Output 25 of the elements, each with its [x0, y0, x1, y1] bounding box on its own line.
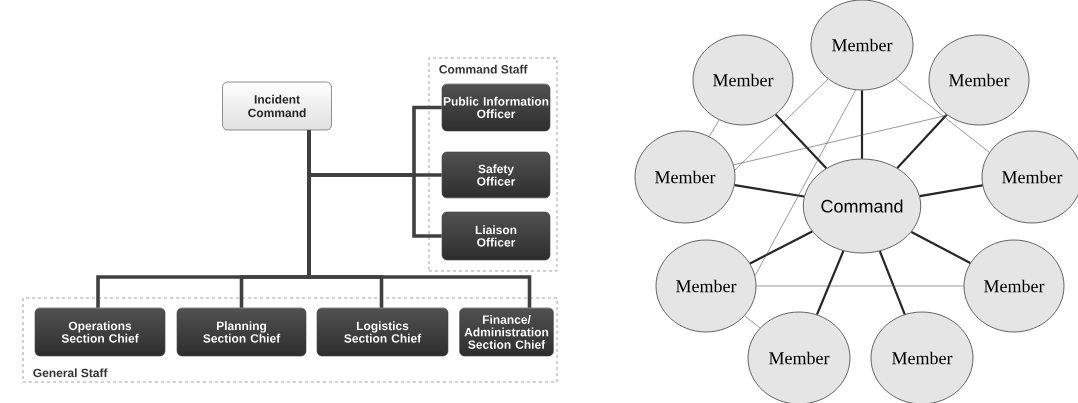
- position-box: Public Information Officer: [441, 83, 551, 132]
- connector-line: [744, 315, 761, 329]
- position-box: Liaison Officer: [441, 211, 551, 261]
- command-box: Incident Command: [222, 81, 332, 131]
- connector-line: [774, 113, 828, 169]
- position-box: Operations Section Chief: [34, 307, 166, 357]
- connector-line: [896, 114, 948, 169]
- connector-line: [860, 90, 864, 159]
- connector-line: [709, 119, 720, 137]
- position-box: Safety Officer: [441, 151, 551, 199]
- connector-line: [895, 78, 990, 153]
- position-box: Finance/ Administration Section Chief: [459, 307, 554, 357]
- connector-line: [754, 89, 856, 276]
- connector-line: [816, 250, 845, 315]
- connector-line: [878, 250, 906, 315]
- connector-line: [734, 78, 829, 171]
- connector-line: [734, 184, 805, 198]
- position-box: Planning Section Chief: [176, 307, 307, 357]
- position-box: Logistics Section Chief: [316, 307, 449, 357]
- connector-line: [307, 130, 532, 308]
- connector-line: [749, 230, 813, 265]
- connector-line: [919, 184, 983, 198]
- connector-line: [910, 231, 971, 264]
- connector-line: [756, 285, 964, 287]
- connector-line: [733, 114, 948, 166]
